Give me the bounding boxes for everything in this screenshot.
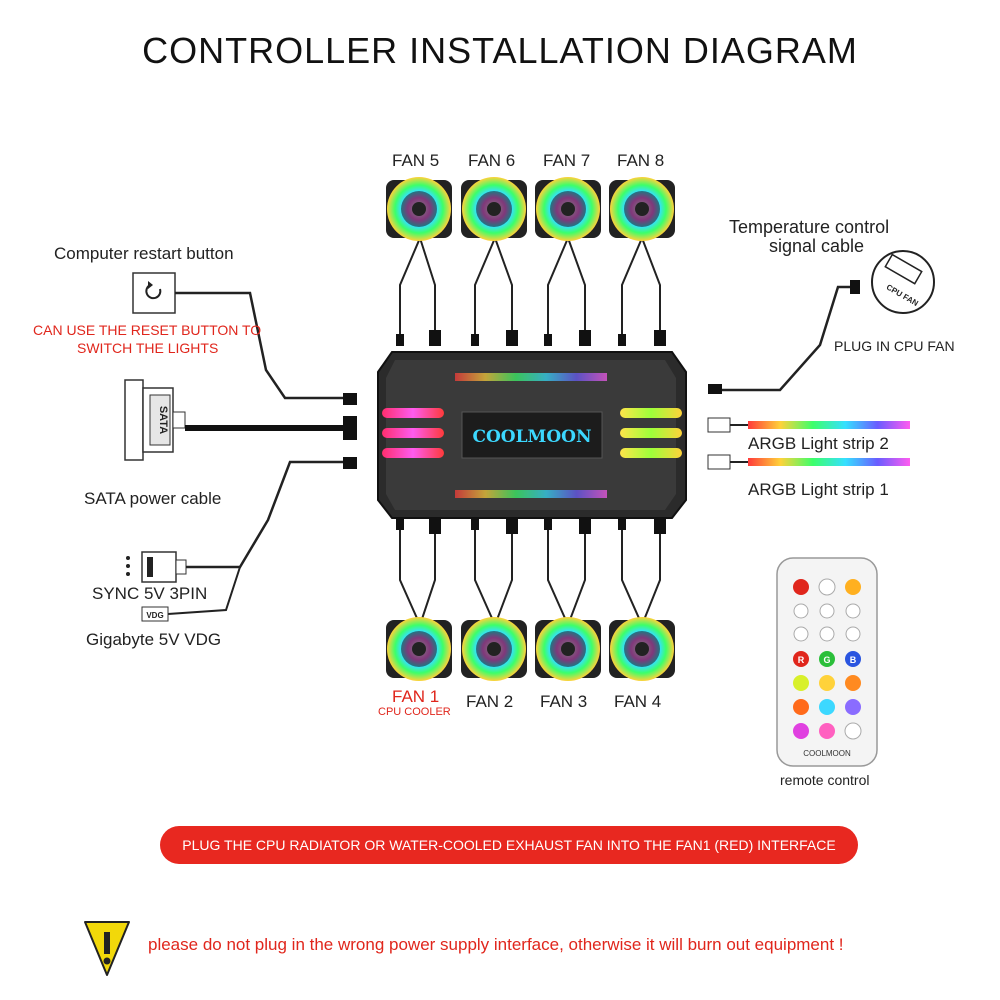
cpu-fan-plug-label: PLUG IN CPU FAN <box>834 338 955 354</box>
warning-text: please do not plug in the wrong power su… <box>148 935 844 954</box>
argb-strip-2-label: ARGB Light strip 2 <box>748 434 889 453</box>
vdg-cable <box>167 566 241 615</box>
fan-8-label: FAN 8 <box>617 151 665 170</box>
fan-4-label: FAN 4 <box>614 692 662 711</box>
fan-8 <box>609 177 675 241</box>
sata-label: SATA power cable <box>84 489 222 508</box>
restart-note-line2: SWITCH THE LIGHTS <box>77 340 219 356</box>
fan-5 <box>386 177 452 241</box>
warning-icon <box>84 921 130 976</box>
fan-3 <box>535 617 601 681</box>
top-fan-plugs <box>396 330 666 346</box>
sata-connector-text: SATA <box>157 406 169 434</box>
temperature-label-line1: Temperature control <box>729 217 890 237</box>
remote-button-b: B <box>850 655 857 665</box>
fan1-instruction-banner: PLUG THE CPU RADIATOR OR WATER-COOLED EX… <box>160 826 858 864</box>
vdg-connector-icon <box>141 606 169 622</box>
fan-1-label: FAN 1 <box>392 687 440 706</box>
page-title: CONTROLLER INSTALLATION DIAGRAM <box>142 30 858 71</box>
sync-label: SYNC 5V 3PIN <box>92 584 208 603</box>
top-fan-cables <box>399 237 661 340</box>
remote-label: remote control <box>780 772 870 788</box>
fan-6 <box>461 177 527 241</box>
temperature-plug <box>850 280 860 294</box>
sync-connector-icon <box>126 551 187 583</box>
fan-1 <box>386 617 452 681</box>
restart-note-line1: CAN USE THE RESET BUTTON TO <box>33 322 262 338</box>
remote-button-g: G <box>823 655 830 665</box>
remote-brand: COOLMOON <box>803 749 851 758</box>
fan-2 <box>461 617 527 681</box>
vdg-label: Gigabyte 5V VDG <box>86 630 222 649</box>
fan-6-label: FAN 6 <box>468 151 516 170</box>
argb-strip-1-label: ARGB Light strip 1 <box>748 480 889 499</box>
controller-hub <box>343 351 722 519</box>
sync-cable <box>186 460 343 569</box>
temperature-label-line2: signal cable <box>769 236 865 256</box>
remote-control-icon <box>776 557 878 767</box>
fan-7 <box>535 177 601 241</box>
fan-2-label: FAN 2 <box>466 692 514 711</box>
restart-label: Computer restart button <box>54 244 234 263</box>
bottom-fan-cables <box>399 525 661 626</box>
cpu-fan-icon <box>871 250 935 314</box>
fan-1-note: CPU COOLER <box>378 706 451 718</box>
hub-logo: COOLMOON <box>472 427 591 447</box>
bottom-fan-plugs <box>396 518 666 534</box>
fan-4 <box>609 617 675 681</box>
sata-connector-icon <box>124 379 186 461</box>
fan-7-label: FAN 7 <box>543 151 591 170</box>
remote-button-r: R <box>798 655 805 665</box>
fan-5-label: FAN 5 <box>392 151 440 170</box>
argb-strip-2 <box>707 417 910 433</box>
restart-button-icon <box>132 272 176 314</box>
restart-cable <box>175 291 343 400</box>
argb-strip-1 <box>707 454 910 470</box>
fan-3-label: FAN 3 <box>540 692 588 711</box>
vdg-connector-text: VDG <box>146 611 163 620</box>
temperature-cable <box>722 285 852 392</box>
